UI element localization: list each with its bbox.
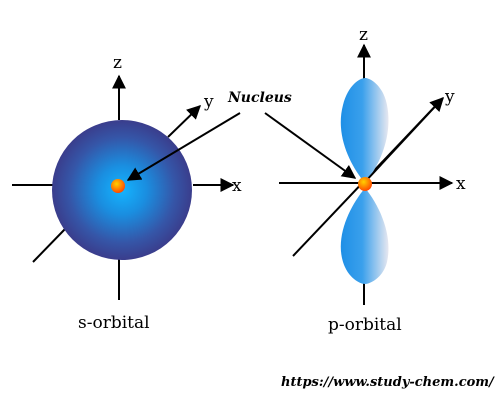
- p-y-axis-label: y: [444, 87, 455, 107]
- p-orbital-caption: p-orbital: [328, 315, 402, 335]
- s-y-axis-negative: [32, 227, 67, 263]
- s-orbital-caption: s-orbital: [78, 313, 150, 333]
- source-url: https://www.study-chem.com/: [281, 375, 495, 390]
- s-z-axis-label: z: [113, 53, 122, 73]
- p-orbital-group: x z y p-orbital: [279, 25, 466, 335]
- s-orbital-group: x z y s-orbital: [12, 53, 242, 333]
- s-orbital-nucleus: [111, 179, 125, 193]
- s-y-axis-arrow: [167, 105, 202, 138]
- p-z-axis-label: z: [359, 25, 368, 45]
- nucleus-label: Nucleus: [227, 90, 292, 106]
- p-orbital-lower-lobe: [340, 188, 389, 284]
- p-orbital-upper-lobe: [340, 78, 389, 183]
- nucleus-annotation: Nucleus: [126, 90, 357, 181]
- p-y-axis-front: [363, 97, 444, 184]
- p-orbital-nucleus: [358, 177, 372, 191]
- nucleus-pointer-s: [126, 112, 241, 181]
- p-x-axis-label: x: [456, 174, 466, 194]
- s-x-axis-label: x: [232, 176, 242, 196]
- nucleus-pointer-p: [264, 112, 357, 179]
- s-y-axis-label: y: [203, 92, 214, 112]
